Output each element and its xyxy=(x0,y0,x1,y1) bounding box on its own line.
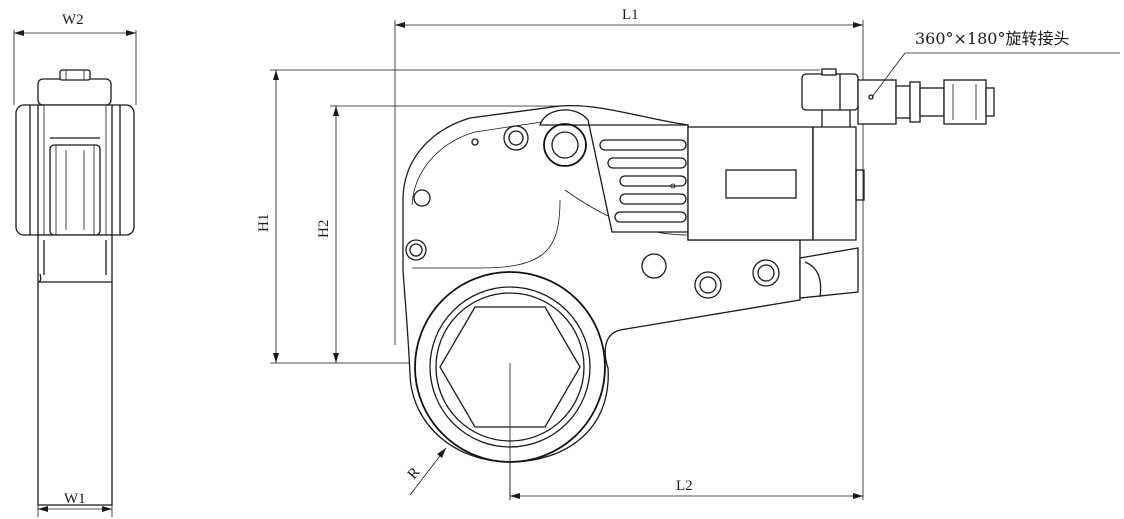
h1-label: H1 xyxy=(256,214,272,232)
front-view: L1 H1 H2 L2 xyxy=(256,7,1120,500)
l2-label: L2 xyxy=(676,478,693,494)
side-view: W2 W1 xyxy=(13,12,137,517)
r-label: R xyxy=(405,465,424,483)
swivel-connector xyxy=(801,68,995,127)
w1-label: W1 xyxy=(64,491,86,507)
h2-label: H2 xyxy=(316,220,332,238)
w2-label: W2 xyxy=(62,12,84,28)
swivel-callout-label: 360°×180°旋转接头 xyxy=(915,29,1070,48)
l1-label: L1 xyxy=(622,7,639,23)
